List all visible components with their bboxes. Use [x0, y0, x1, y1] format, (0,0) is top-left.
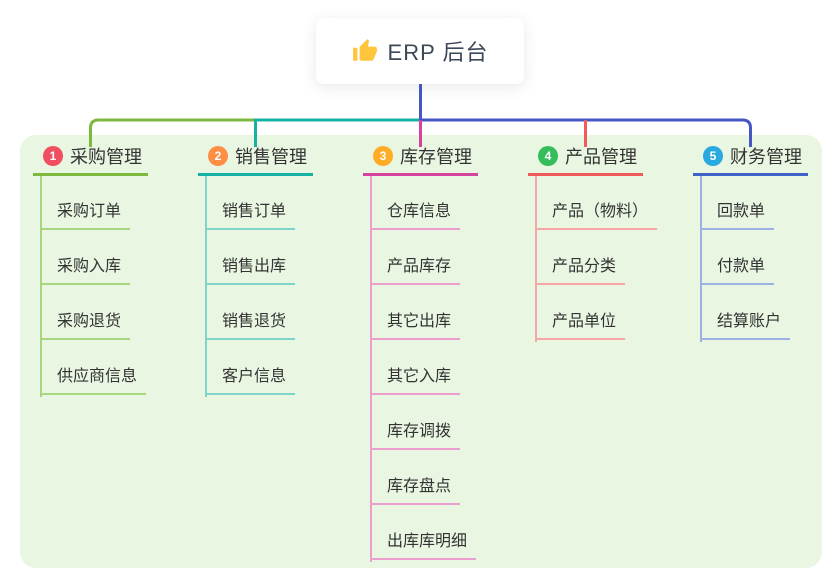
child-node[interactable]: 库存盘点 [370, 476, 461, 505]
child-node[interactable]: 结算账户 [700, 311, 791, 340]
branch-label: 采购管理 [70, 147, 142, 167]
branch-number-badge: 4 [538, 146, 558, 166]
child-node[interactable]: 采购入库 [40, 256, 131, 285]
child-node[interactable]: 其它入库 [370, 366, 461, 395]
branch-node-inventory[interactable]: 3 库存管理 [363, 146, 478, 176]
branch-node-sales[interactable]: 2 销售管理 [198, 146, 313, 176]
child-node[interactable]: 供应商信息 [40, 366, 147, 395]
child-node[interactable]: 其它出库 [370, 311, 461, 340]
branch-number-badge: 3 [373, 146, 393, 166]
child-node[interactable]: 出库库明细 [370, 531, 477, 560]
thumbs-up-icon [352, 39, 377, 61]
root-node[interactable]: ERP 后台 [316, 18, 524, 84]
branch-node-purchase[interactable]: 1 采购管理 [33, 146, 148, 176]
child-node[interactable]: 产品分类 [535, 256, 626, 285]
child-node[interactable]: 销售出库 [205, 256, 296, 285]
branch-label: 销售管理 [235, 147, 307, 167]
child-node[interactable]: 销售订单 [205, 201, 296, 230]
child-node[interactable]: 回款单 [700, 201, 775, 230]
branch-number-badge: 5 [703, 146, 723, 166]
child-node[interactable]: 产品单位 [535, 311, 626, 340]
branches-background-panel [20, 135, 822, 568]
child-node[interactable]: 库存调拨 [370, 421, 461, 450]
branch-number-badge: 1 [43, 146, 63, 166]
root-node-label: ERP 后台 [387, 40, 489, 65]
branch-spine-line [370, 176, 372, 562]
branch-label: 库存管理 [400, 147, 472, 167]
child-node[interactable]: 产品（物料） [535, 201, 658, 230]
child-node[interactable]: 采购退货 [40, 311, 131, 340]
branch-label: 产品管理 [565, 147, 637, 167]
branch-number-badge: 2 [208, 146, 228, 166]
child-node[interactable]: 付款单 [700, 256, 775, 285]
branch-label: 财务管理 [730, 147, 802, 167]
branch-spine-line [40, 176, 42, 397]
branch-node-finance[interactable]: 5 财务管理 [693, 146, 808, 176]
branch-spine-line [700, 176, 702, 342]
branch-node-product[interactable]: 4 产品管理 [528, 146, 643, 176]
branch-spine-line [205, 176, 207, 397]
child-node[interactable]: 采购订单 [40, 201, 131, 230]
child-node[interactable]: 产品库存 [370, 256, 461, 285]
child-node[interactable]: 销售退货 [205, 311, 296, 340]
child-node[interactable]: 仓库信息 [370, 201, 461, 230]
branch-spine-line [535, 176, 537, 342]
child-node[interactable]: 客户信息 [205, 366, 296, 395]
